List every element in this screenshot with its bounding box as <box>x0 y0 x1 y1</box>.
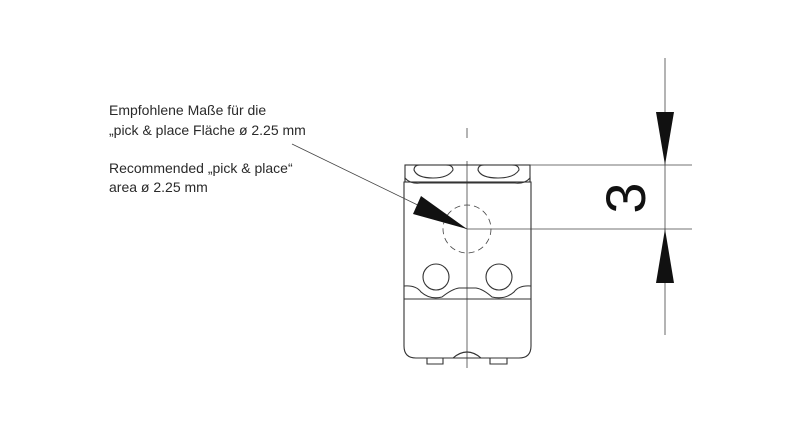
dimension-lines <box>467 58 692 335</box>
component-outline <box>403 164 532 365</box>
dimension-arrow-top <box>656 112 674 165</box>
annotation-en-line1: Recommended „pick & place“ <box>109 160 293 176</box>
leader-arrowhead <box>413 196 467 229</box>
annotation-en-line2: area ø 2.25 mm <box>109 179 208 195</box>
annotation-de-line2: „pick & place Fläche ø 2.25 mm <box>109 122 306 138</box>
dimension-value: 3 <box>594 182 657 213</box>
dimension-arrow-bottom <box>656 229 674 283</box>
annotation-de-line1: Empfohlene Maße für die <box>109 102 267 118</box>
